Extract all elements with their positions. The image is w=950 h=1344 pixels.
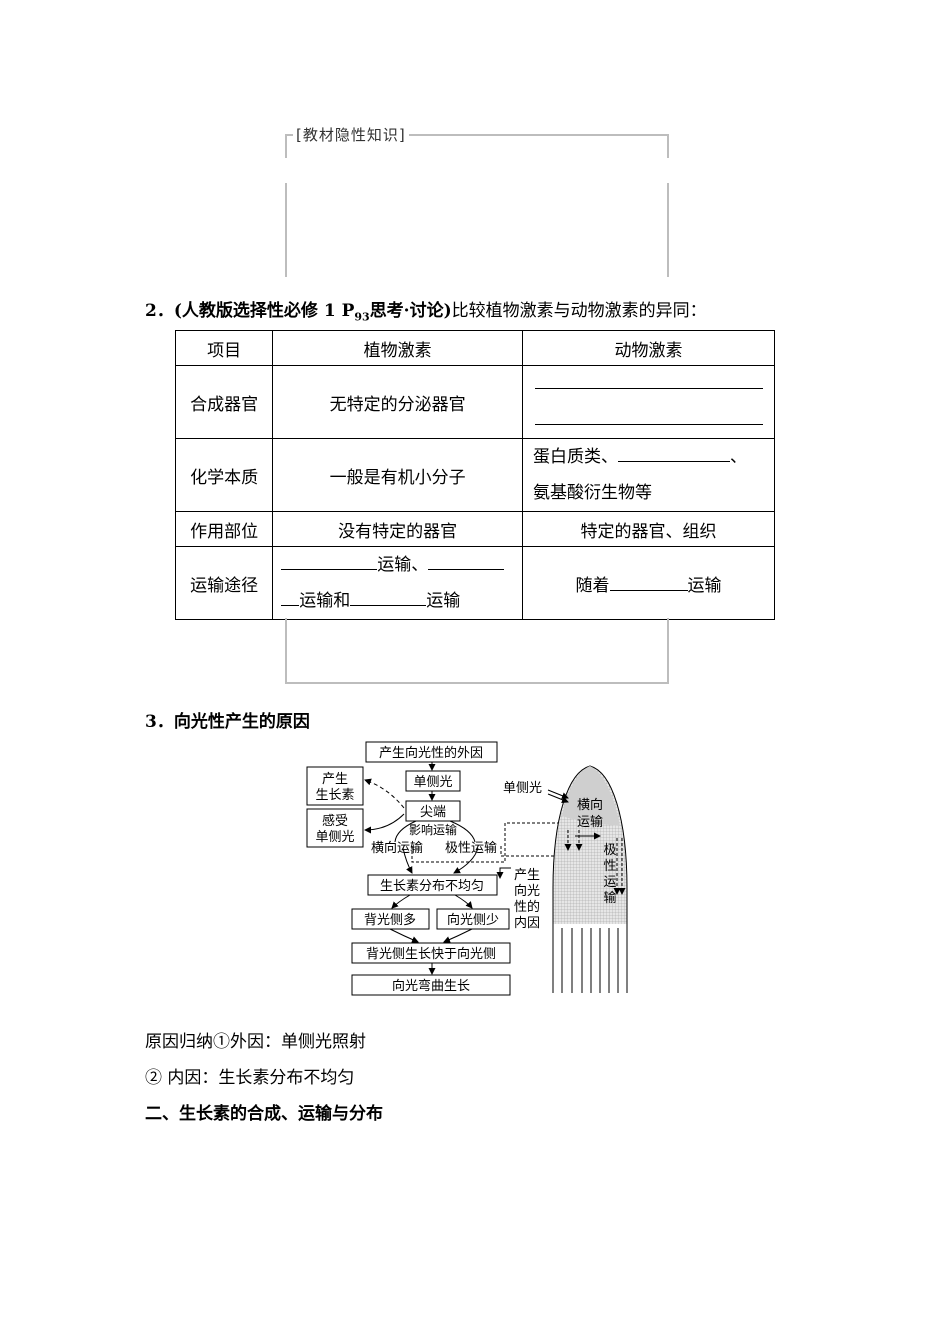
cell-item: 化学本质 [174, 438, 274, 512]
bend-box [351, 974, 511, 996]
knowledge-frame-top [285, 134, 669, 158]
q2-page-sub: 93 [354, 310, 370, 324]
table-row: 运输途径 运输、 运输和运输 随着运输 [174, 546, 775, 620]
frame-label: [教材隐性知识] [293, 124, 409, 145]
lateral-label-2: 运输 [577, 814, 603, 830]
answer-blank[interactable] [281, 568, 378, 570]
front-less-box [436, 908, 510, 930]
animal-text-c: 氨基酸衍生物等 [533, 483, 653, 503]
phototropism-diagram: 产生向光性的外因 单侧光 尖端 产生 生长素 感受 单侧光 影响运输 横向运输 … [306, 741, 628, 996]
table-header-row: 项目 植物激素 动物激素 [174, 330, 775, 366]
hormone-comparison-table: 项目 植物激素 动物激素 合成器官 无特定的分泌器官 化学本质 一般是有机小分子… [174, 330, 775, 620]
q2-page-prefix: P [341, 301, 355, 321]
polar-transport-label: 极性运输 [445, 840, 497, 856]
polar-label-4: 输 [603, 890, 616, 906]
summary-external: 原因归纳①外因：单侧光照射 [145, 1032, 366, 1052]
polar-label-2: 性 [603, 859, 616, 874]
uneven-distribution-box [367, 874, 498, 896]
coleoptile-illustration [547, 765, 628, 994]
q2-activity: 思考·讨论) [369, 301, 452, 321]
animal-text-b: 、 [730, 447, 748, 467]
table-row: 化学本质 一般是有机小分子 蛋白质类、 、 氨基酸衍生物等 [174, 438, 775, 512]
external-cause-label: 产生向光性的外因 [379, 745, 483, 761]
internal-cause-line-3: 性的 [514, 899, 540, 915]
answer-line-1[interactable] [533, 366, 764, 402]
section-title: 二、生长素的合成、运输与分布 [145, 1104, 383, 1124]
cell-animal: 特定的器官、组织 [522, 511, 775, 547]
uneven-label: 生长素分布不均匀 [380, 879, 484, 894]
plant-text-a: 运输、 [377, 555, 429, 575]
header-item: 项目 [174, 330, 274, 366]
cell-plant: 运输、 运输和 运输 [272, 546, 524, 620]
internal-cause-line-4: 内因 [514, 915, 540, 931]
unilateral-light-label: 单侧光 [413, 775, 452, 790]
sense-label-2: 单侧光 [315, 830, 354, 845]
polar-label-1: 极 [603, 843, 616, 858]
unilateral-light-box [405, 770, 461, 792]
produce-auxin-box [306, 766, 364, 806]
lateral-transport-label: 横向运输 [371, 840, 423, 856]
q2-book-number: 1 [323, 301, 336, 321]
polar-label-3: 运 [603, 875, 616, 890]
faster-label: 背光侧生长快于向光侧 [366, 946, 496, 962]
answer-blank[interactable] [618, 460, 731, 462]
sense-label-1: 感受 [322, 813, 348, 829]
sense-light-box [306, 808, 364, 848]
back-more-label: 背光侧多 [364, 912, 416, 928]
table-row: 合成器官 无特定的分泌器官 [174, 365, 775, 439]
cell-animal: 随着 运输 [522, 546, 775, 620]
q2-text: 比较植物激素与动物激素的异同： [451, 301, 707, 321]
q2-number: 2 [145, 301, 157, 321]
table-row: 作用部位 没有特定的器官 特定的器官、组织 [174, 511, 775, 547]
tip-label: 尖端 [420, 805, 446, 820]
faster-growth-box [351, 942, 511, 964]
affect-transport-label: 影响运输 [409, 822, 457, 837]
cell-animal-blanks [522, 365, 775, 439]
question-3-heading: 3．向光性产生的原因 [145, 712, 310, 732]
animal-text-a: 随着 [575, 575, 610, 596]
produce-label-1: 产生 [322, 772, 348, 787]
cell-item: 作用部位 [174, 511, 274, 547]
answer-line-2[interactable] [533, 402, 764, 438]
lateral-label-1: 横向 [577, 797, 603, 813]
cell-plant: 无特定的分泌器官 [272, 365, 524, 439]
plant-text-b: 运输和 [299, 591, 351, 611]
light-label: 单侧光 [503, 781, 542, 796]
front-less-label: 向光侧少 [447, 912, 499, 928]
q2-source: (人教版选择性必修 [173, 301, 318, 321]
answer-blank[interactable] [281, 604, 300, 606]
animal-text-b: 运输 [687, 575, 722, 596]
bend-label: 向光弯曲生长 [392, 978, 470, 994]
summary-internal: ② 内因：生长素分布不均匀 [145, 1068, 355, 1088]
cell-plant: 一般是有机小分子 [272, 438, 524, 512]
answer-blank[interactable] [609, 589, 688, 591]
answer-blank[interactable] [350, 604, 427, 606]
cell-item: 合成器官 [174, 365, 274, 439]
plant-text-c: 运输 [426, 591, 461, 611]
cell-item: 运输途径 [174, 546, 274, 620]
knowledge-frame-bottom [285, 618, 669, 684]
question-2-heading: 2．(人教版选择性必修 1 P93思考·讨论)比较植物激素与动物激素的异同： [145, 301, 707, 324]
header-plant: 植物激素 [272, 330, 524, 366]
answer-blank[interactable] [428, 568, 505, 570]
animal-text-a: 蛋白质类、 [533, 447, 619, 467]
cell-animal: 蛋白质类、 、 氨基酸衍生物等 [522, 438, 775, 512]
internal-cause-line-2: 向光 [514, 883, 540, 899]
header-animal: 动物激素 [522, 330, 775, 366]
internal-cause-line-1: 产生 [514, 868, 540, 883]
knowledge-frame-middle [285, 183, 669, 277]
cell-plant: 没有特定的器官 [272, 511, 524, 547]
produce-label-2: 生长素 [315, 788, 354, 803]
tip-box [405, 800, 461, 822]
